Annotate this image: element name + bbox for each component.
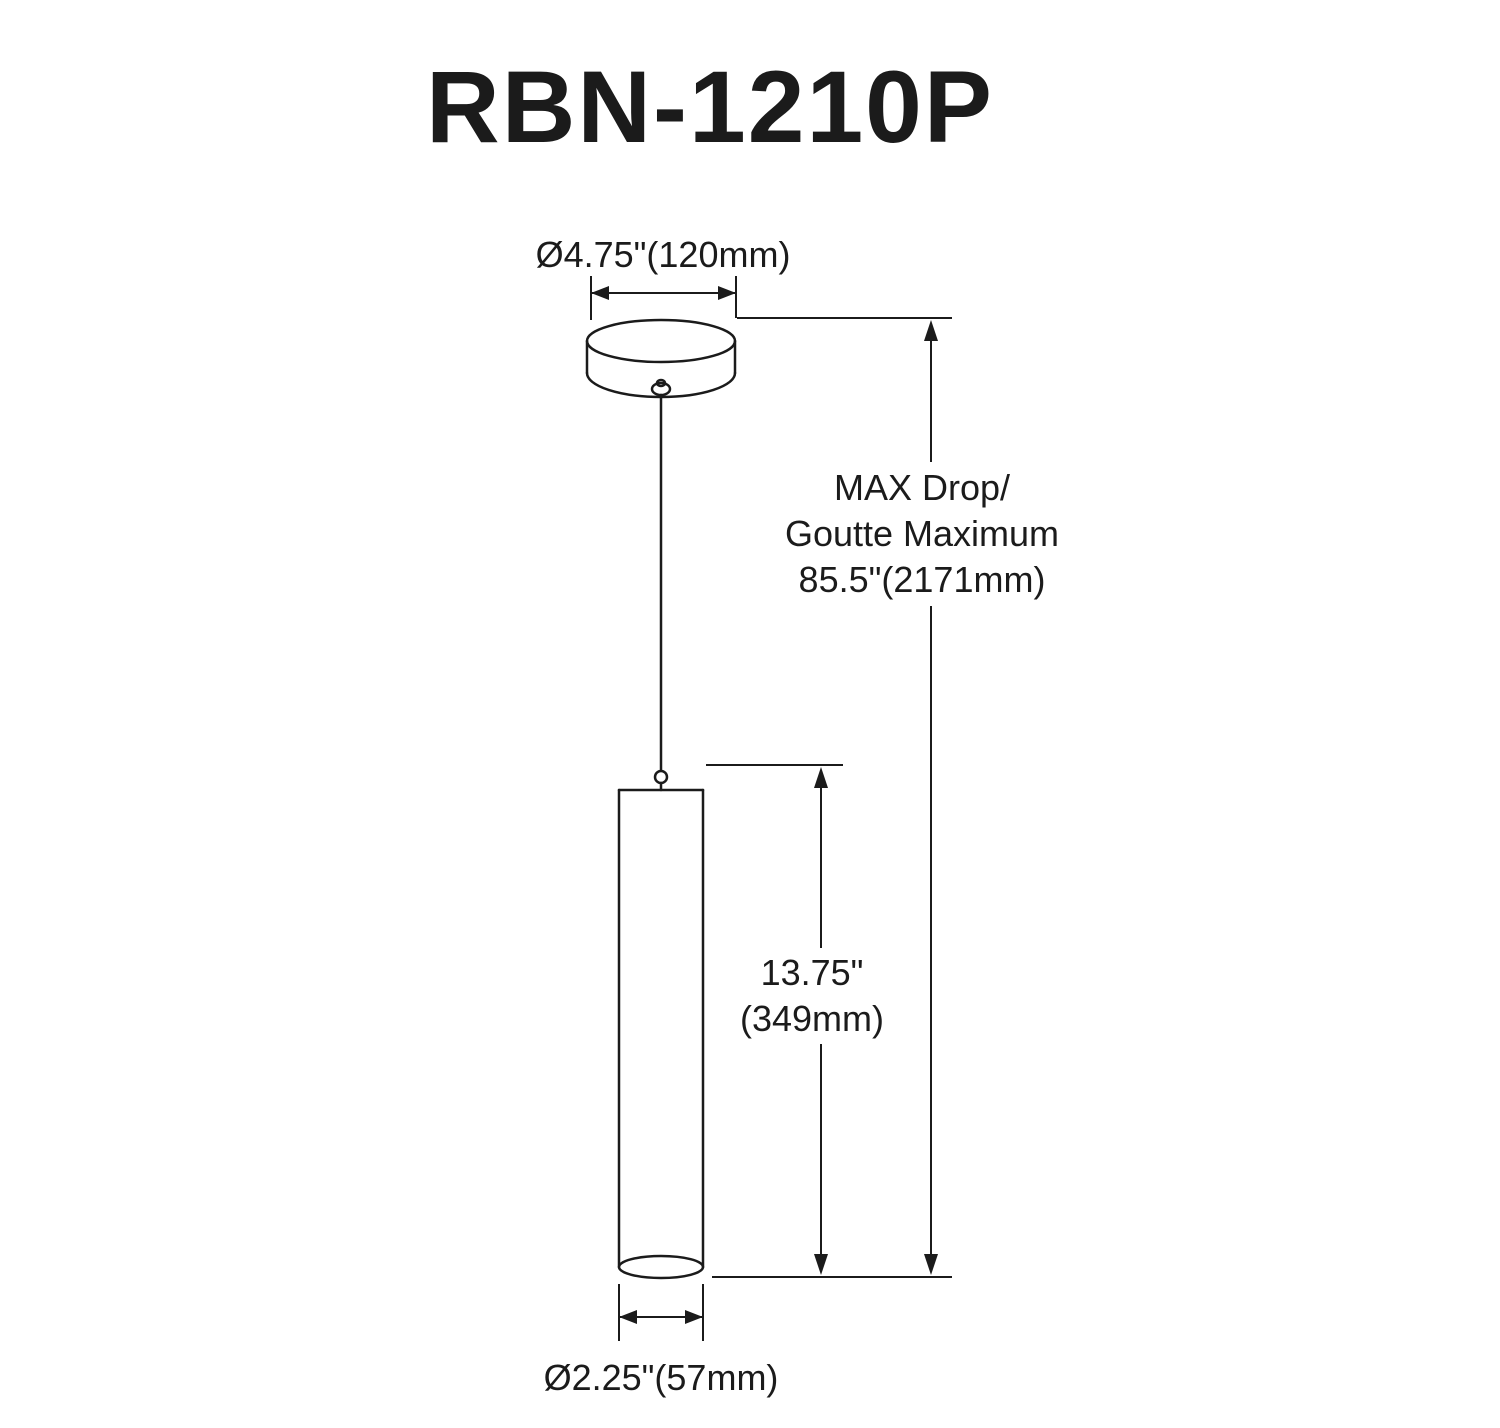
max-drop-text-background (768, 462, 1076, 606)
canopy-diameter-dimension: Ø4.75"(120mm) (536, 234, 791, 320)
arrow-left-icon (619, 1310, 637, 1324)
arrow-right-icon (718, 286, 736, 300)
max-drop-label-line1: MAX Drop/ (834, 467, 1010, 508)
arrow-down-icon (924, 1254, 938, 1275)
max-drop-label-line3: 85.5"(2171mm) (799, 559, 1046, 600)
max-drop-label-line2: Goutte Maximum (785, 513, 1059, 554)
canopy-cord-grip-inner (655, 378, 667, 388)
max-drop-dimension: MAX Drop/ Goutte Maximum 85.5"(2171mm) (712, 317, 1076, 1278)
canopy-shape (585, 318, 737, 399)
body-height-text-background (733, 948, 893, 1044)
arrow-down-icon (814, 1254, 828, 1275)
arrow-left-icon (591, 286, 609, 300)
canopy-diameter-label: Ø4.75"(120mm) (536, 234, 791, 275)
cylinder-bottom-lens (617, 1254, 705, 1280)
body-height-label-line2: (349mm) (740, 998, 884, 1039)
arrow-right-icon (685, 1310, 703, 1324)
body-height-label-line1: 13.75" (761, 952, 864, 993)
arrow-up-icon (814, 767, 828, 788)
bottom-diameter-label: Ø2.25"(57mm) (544, 1357, 779, 1398)
product-model-title: RBN-1210P (426, 50, 994, 164)
pendant-body (617, 769, 705, 1280)
pendant-hook (653, 769, 669, 785)
bottom-diameter-dimension: Ø2.25"(57mm) (544, 1284, 779, 1398)
arrow-up-icon (924, 320, 938, 341)
body-height-dimension: 13.75" (349mm) (706, 764, 893, 1275)
canopy-top-ellipse (585, 318, 737, 364)
